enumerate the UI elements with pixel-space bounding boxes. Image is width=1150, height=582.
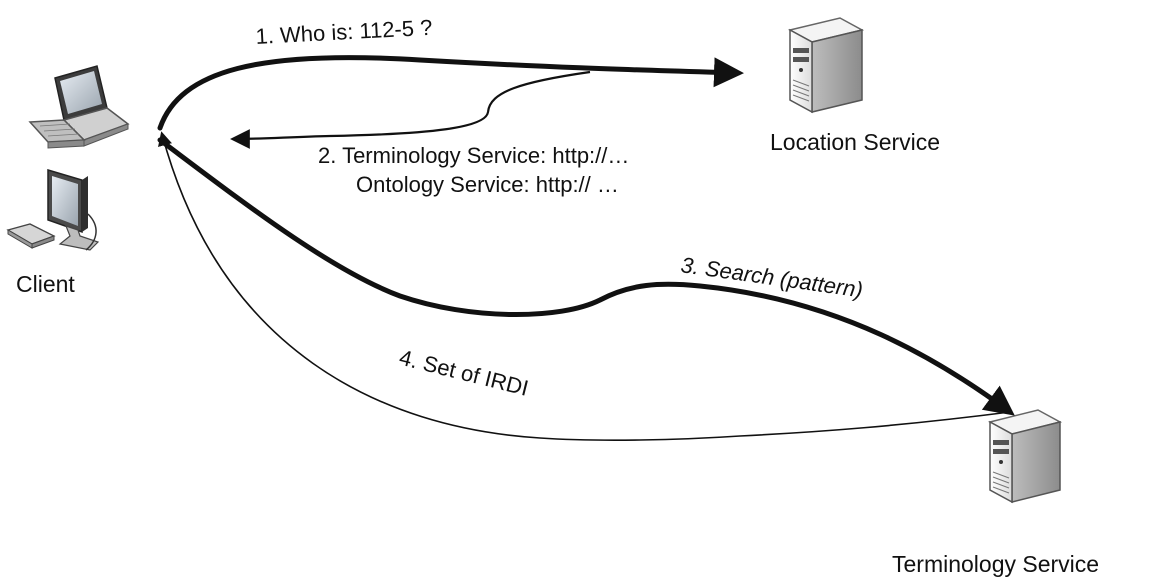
message-3-label: 3. Search (pattern) (679, 252, 864, 302)
desktop-computer-icon (6, 168, 100, 251)
arrow-service-endpoints (230, 70, 591, 149)
message-2-line2-label: Ontology Service: http:// … (356, 172, 619, 197)
message-2-line1-label: 2. Terminology Service: http://… (318, 143, 629, 168)
arrow-search-pattern (157, 137, 1015, 416)
message-1-label: 1. Who is: 112-5 ? (255, 15, 433, 49)
arrow-set-of-irdi (158, 131, 1011, 441)
server-icon (987, 409, 1063, 504)
server-icon (787, 17, 865, 114)
location-service-label: Location Service (770, 129, 940, 155)
arrow-who-is (157, 55, 744, 131)
terminology-service-label: Terminology Service (892, 551, 1099, 577)
message-4-label: 4. Set of IRDI (397, 345, 531, 401)
laptop-icon (28, 65, 130, 149)
client-label: Client (16, 271, 75, 297)
